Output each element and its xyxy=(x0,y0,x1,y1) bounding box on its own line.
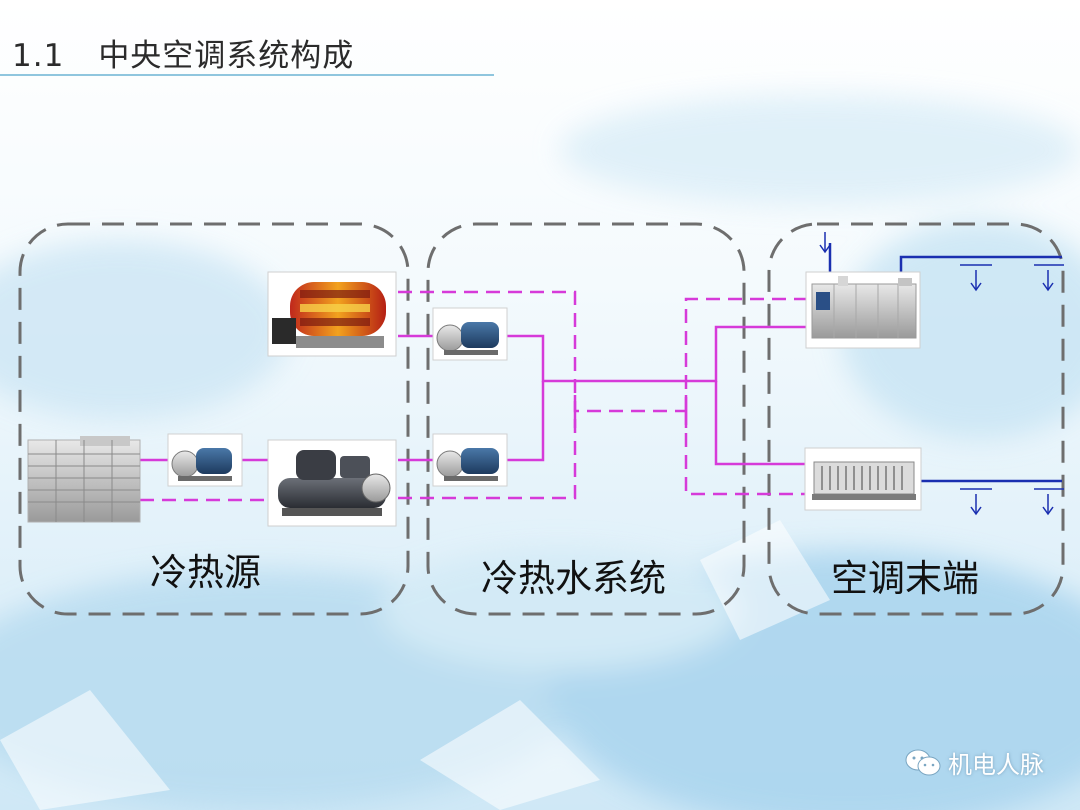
boiler xyxy=(267,271,397,357)
watermark: 机电人脉 xyxy=(904,745,1044,780)
wechat-icon xyxy=(905,749,941,775)
watermark-text: 机电人脉 xyxy=(948,751,1044,779)
page-title: 1.1 中央空调系统构成 xyxy=(12,30,354,75)
hot-water-pump xyxy=(432,307,508,361)
water-system-frame xyxy=(426,222,746,616)
cooling-tower xyxy=(27,436,141,523)
title-underline xyxy=(0,74,494,76)
section-label-source: 冷热源 xyxy=(150,551,261,594)
condenser-pump xyxy=(167,433,243,487)
terminal-frame xyxy=(767,222,1065,616)
title-text: 中央空调系统构成 xyxy=(98,38,355,74)
chiller xyxy=(267,439,397,527)
air-outlets xyxy=(819,232,1064,516)
chilled-water-pump xyxy=(432,433,508,487)
section-label-terminal: 空调末端 xyxy=(831,557,979,600)
section-label-water: 冷热水系统 xyxy=(481,557,666,600)
section-number: 1.1 xyxy=(12,38,65,74)
air-handling-unit xyxy=(805,271,921,349)
air-ducts xyxy=(828,243,1062,483)
fan-coil-unit xyxy=(804,447,922,511)
source-frame xyxy=(18,222,410,616)
return-pipes xyxy=(140,290,806,502)
